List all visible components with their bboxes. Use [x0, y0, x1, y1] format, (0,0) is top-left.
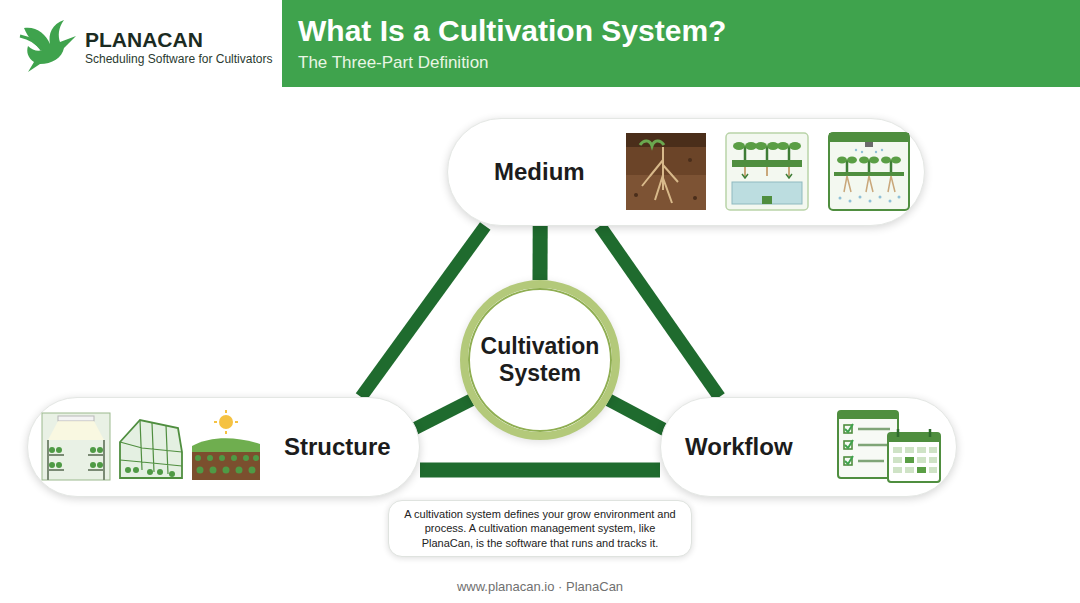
center-circle: Cultivation System: [460, 280, 620, 440]
part-name: Medium: [494, 158, 585, 186]
brand-name: PLANACAN: [85, 28, 203, 52]
connector-line: [420, 463, 660, 478]
part-name: Structure: [284, 433, 391, 461]
field-icon: [192, 410, 260, 480]
note-box: A cultivation system defines your grow e…: [388, 500, 692, 557]
brand-tagline: Scheduling Software for Cultivators: [85, 52, 272, 66]
footer-url: www.planacan.io · PlanaCan: [0, 579, 1080, 594]
connector-line: [609, 400, 669, 432]
note-text: A cultivation system defines your grow e…: [399, 507, 681, 550]
connector-line: [408, 400, 471, 432]
part-name: Workflow: [685, 433, 793, 461]
greenhouse-icon: [120, 420, 182, 478]
indoor-room-icon: [42, 413, 110, 480]
page-subtitle: The Three-Part Definition: [298, 53, 489, 73]
calendar-icon: [888, 429, 940, 482]
checklist-icon: [838, 411, 898, 478]
part-pill: Medium: [447, 118, 925, 226]
part-pill: Structure: [27, 397, 420, 497]
center-title: Cultivation System: [472, 333, 608, 387]
part-pill: Workflow: [660, 397, 957, 497]
hydroponic-icon: [726, 133, 808, 210]
logo-bird: [18, 14, 84, 74]
connector-line: [533, 226, 548, 280]
page-title: What Is a Cultivation System?: [298, 14, 726, 48]
soil-icon: [626, 133, 706, 210]
aeroponic-icon: [829, 133, 909, 210]
